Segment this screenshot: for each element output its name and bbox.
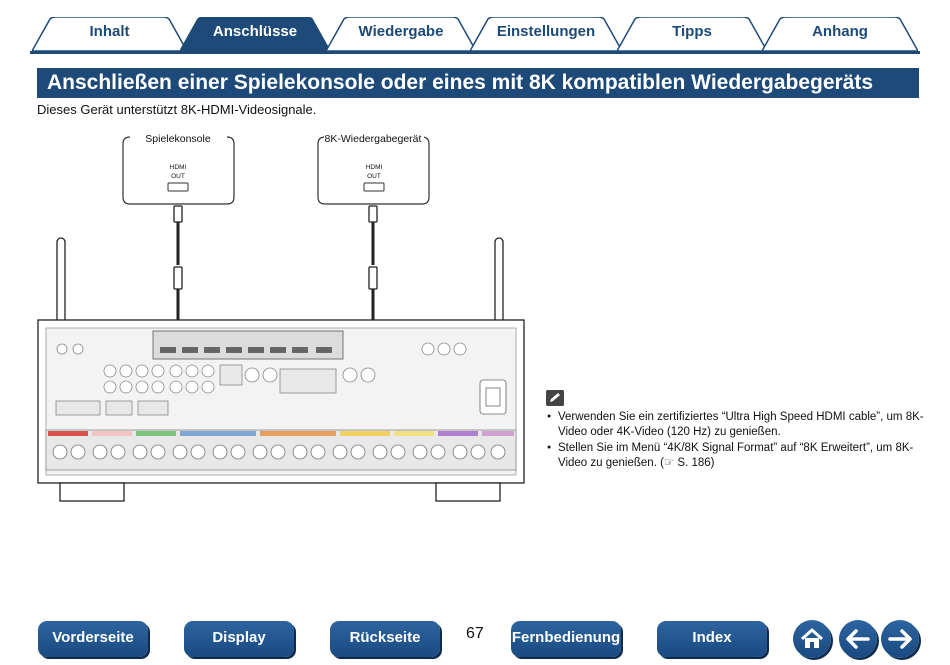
tab-label: Tipps bbox=[672, 23, 712, 40]
pencil-icon bbox=[546, 390, 564, 406]
out-label: OUT bbox=[367, 173, 381, 180]
tab-tipps[interactable]: Tipps bbox=[617, 17, 767, 51]
arrow-left-icon bbox=[846, 629, 870, 649]
tab-label: Wiedergabe bbox=[358, 23, 444, 40]
tab-shape bbox=[180, 17, 330, 51]
tab-shape bbox=[762, 17, 918, 51]
tab-anschluesse[interactable]: Anschlüsse bbox=[180, 17, 330, 51]
hdmi-label: HDMI bbox=[366, 164, 383, 171]
note-section: Verwenden Sie ein zertifiziertes “Ultra … bbox=[546, 390, 926, 472]
note-list: Verwenden Sie ein zertifiziertes “Ultra … bbox=[546, 410, 926, 470]
tab-shape bbox=[32, 17, 187, 51]
hdmi-port-icon bbox=[363, 182, 385, 192]
out-label: OUT bbox=[171, 173, 185, 180]
game-console-label: Spielekonsole bbox=[145, 133, 211, 145]
tab-label: Anhang bbox=[812, 23, 868, 40]
tab-wiedergabe[interactable]: Wiedergabe bbox=[326, 17, 476, 51]
page-title-bar: Anschließen einer Spielekonsole oder ein… bbox=[37, 68, 919, 98]
home-button[interactable] bbox=[793, 620, 831, 658]
tab-einstellungen[interactable]: Einstellungen bbox=[470, 17, 622, 51]
rear-panel-button[interactable]: Rückseite bbox=[330, 621, 440, 657]
antennas bbox=[56, 237, 504, 335]
index-button[interactable]: Index bbox=[657, 621, 767, 657]
tab-anhang[interactable]: Anhang bbox=[762, 17, 918, 51]
forward-button[interactable] bbox=[881, 620, 919, 658]
intro-text: Dieses Gerät unterstützt 8K-HDMI-Videosi… bbox=[37, 102, 317, 117]
8k-player-box: 8K-Wiedergabegerät HDMI OUT bbox=[317, 131, 430, 205]
tab-label: Einstellungen bbox=[496, 23, 596, 40]
8k-player-label: 8K-Wiedergabegerät bbox=[325, 133, 422, 145]
note-item: Verwenden Sie ein zertifiziertes “Ultra … bbox=[547, 410, 926, 439]
connection-diagram: Spielekonsole HDMI OUT 8K-Wiedergabegerä… bbox=[37, 131, 525, 502]
hdmi-port-icon bbox=[167, 182, 189, 192]
tab-label: Inhalt bbox=[89, 23, 130, 40]
av-receiver-rear-panel bbox=[37, 319, 525, 502]
tab-label: Anschlüsse bbox=[212, 23, 298, 40]
arrow-right-icon bbox=[888, 629, 912, 649]
tab-shape bbox=[470, 17, 622, 51]
tab-bar: Inhalt Anschlüsse Wiedergabe Einstellung… bbox=[0, 0, 950, 55]
home-icon bbox=[800, 628, 824, 648]
tab-shape bbox=[326, 17, 476, 51]
front-panel-button[interactable]: Vorderseite bbox=[38, 621, 148, 657]
note-item: Stellen Sie im Menü “4K/8K Signal Format… bbox=[547, 441, 926, 470]
hdmi-label: HDMI bbox=[170, 164, 187, 171]
page-title: Anschließen einer Spielekonsole oder ein… bbox=[47, 71, 874, 94]
back-button[interactable] bbox=[839, 620, 877, 658]
tab-underline bbox=[30, 51, 920, 54]
tab-shape bbox=[617, 17, 767, 51]
tab-inhalt[interactable]: Inhalt bbox=[32, 17, 187, 51]
display-button[interactable]: Display bbox=[184, 621, 294, 657]
game-console-box: Spielekonsole HDMI OUT bbox=[122, 131, 235, 205]
page-number: 67 bbox=[466, 625, 484, 642]
remote-control-button[interactable]: Fernbedienung bbox=[511, 621, 621, 657]
